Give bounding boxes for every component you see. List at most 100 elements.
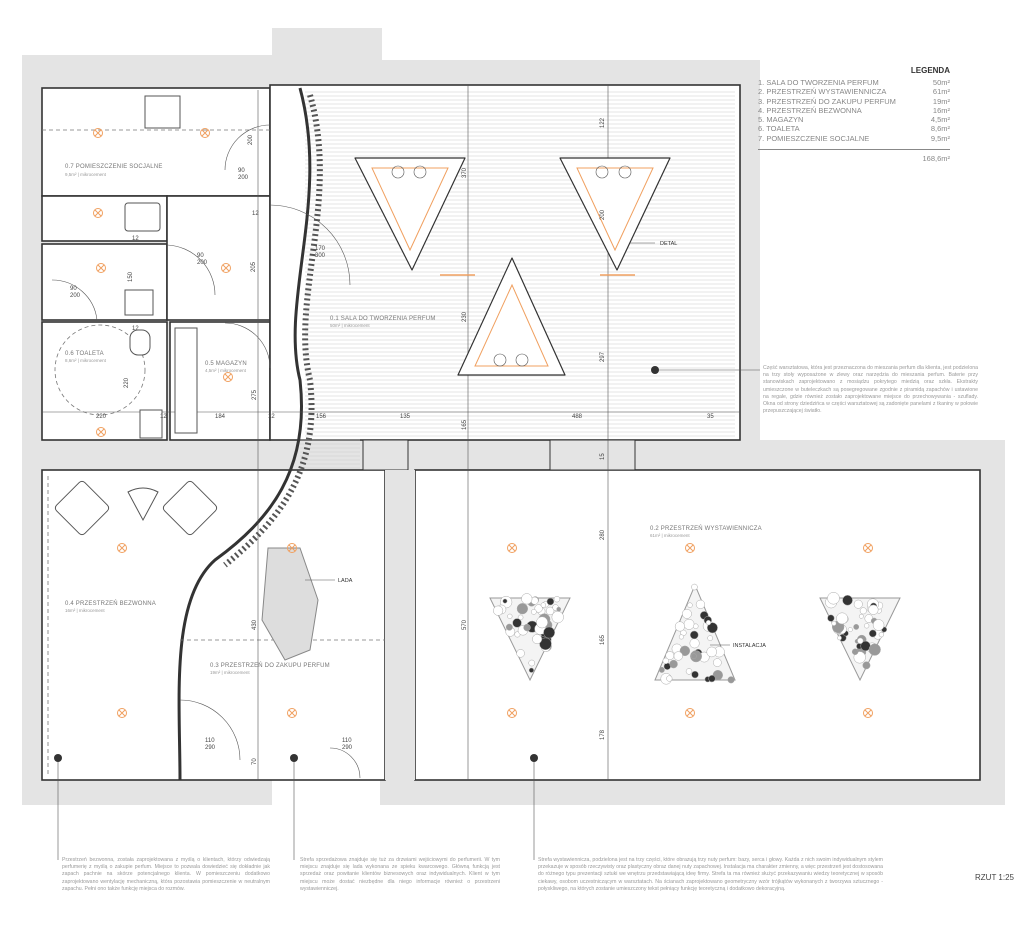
- installation-bubble: [658, 666, 665, 673]
- installation-bubble: [727, 676, 735, 684]
- installation-bubble: [536, 616, 548, 629]
- svg-text:220: 220: [96, 414, 107, 420]
- installation-bubble: [539, 637, 552, 651]
- installation-bubble: [864, 623, 870, 629]
- room-label-social: 0.7 POMIESZCZENIE SOCJALNE: [65, 164, 163, 170]
- svg-text:4,5m² | mikrocement: 4,5m² | mikrocement: [205, 368, 247, 373]
- installation-bubble: [669, 659, 678, 669]
- svg-text:135: 135: [400, 414, 411, 420]
- note-workshop: Część warsztatowa, która jest przeznaczo…: [763, 365, 978, 415]
- installation-bubble: [868, 629, 877, 638]
- light-icon: [507, 708, 517, 718]
- installation-bubble: [859, 607, 867, 615]
- svg-text:110: 110: [342, 738, 352, 744]
- installation-bubble: [712, 669, 723, 681]
- light-icon: [223, 372, 233, 382]
- light-icon: [287, 543, 297, 553]
- installation-bubble: [687, 602, 693, 608]
- svg-text:35: 35: [707, 414, 714, 420]
- light-icon: [96, 263, 106, 273]
- light-icon: [507, 543, 517, 553]
- svg-text:90: 90: [70, 286, 77, 292]
- note-shop: Strefa sprzedażowa znajduje się tuż za d…: [300, 857, 500, 892]
- installation-bubble: [842, 595, 853, 606]
- installation-bubble: [868, 604, 879, 615]
- svg-text:200: 200: [70, 293, 81, 299]
- furniture: [54, 95, 319, 661]
- installation-bubble: [502, 598, 508, 604]
- tag-detail: DETAL: [660, 241, 677, 247]
- svg-text:122: 122: [600, 117, 606, 128]
- svg-text:184: 184: [215, 414, 226, 420]
- installation-bubble: [553, 595, 561, 603]
- installation-bubble: [679, 645, 691, 657]
- installation-bubble: [693, 623, 699, 629]
- svg-text:205: 205: [251, 261, 257, 272]
- curved-slat-wall: [223, 94, 323, 568]
- tag-counter: LADA: [338, 578, 353, 584]
- installation-bubble: [857, 637, 864, 644]
- installation-bubble: [707, 635, 714, 641]
- svg-text:156: 156: [316, 414, 327, 420]
- ceiling-lights: [93, 128, 873, 718]
- svg-text:290: 290: [205, 745, 216, 751]
- room-odorless: [41, 469, 386, 781]
- light-icon: [221, 263, 231, 273]
- svg-text:12: 12: [160, 414, 167, 420]
- svg-text:200: 200: [197, 260, 208, 266]
- light-icon: [96, 427, 106, 437]
- installation-bubble: [530, 609, 537, 615]
- room-label-shop: 0.3 PRZESTRZEŃ DO ZAKUPU PERFUM: [210, 662, 330, 669]
- installation-bubble: [505, 623, 513, 631]
- installation-bubble: [516, 649, 525, 658]
- installation-bubble: [523, 623, 531, 632]
- installation-bubble: [705, 620, 712, 626]
- svg-text:275: 275: [252, 389, 258, 400]
- room-workshop: [269, 84, 741, 441]
- room-labels: 0.7 POMIESZCZENIE SOCJALNE 9,5m² | mikro…: [65, 164, 762, 675]
- installation-bubble: [678, 634, 684, 640]
- svg-text:90: 90: [197, 253, 204, 259]
- installation-bubble: [507, 613, 513, 619]
- svg-text:150: 150: [128, 271, 134, 282]
- curved-partition: [177, 87, 312, 781]
- installation-bubble: [851, 648, 859, 655]
- installation-bubble: [690, 630, 699, 640]
- installation-bubble: [691, 670, 699, 679]
- light-icon: [287, 708, 297, 718]
- svg-text:570: 570: [462, 619, 468, 630]
- svg-text:370: 370: [462, 167, 468, 178]
- svg-text:16m² | mikrocement: 16m² | mikrocement: [65, 608, 105, 613]
- svg-text:90: 90: [238, 168, 245, 174]
- svg-text:430: 430: [252, 619, 258, 630]
- installation-bubble: [853, 624, 860, 630]
- installation-bubble: [543, 626, 555, 639]
- light-icon: [117, 708, 127, 718]
- installation-bubble: [695, 599, 706, 609]
- svg-text:488: 488: [572, 414, 583, 420]
- svg-text:297: 297: [600, 351, 606, 362]
- installation-bubble: [706, 646, 717, 658]
- svg-text:165: 165: [600, 634, 606, 645]
- installation-bubble: [512, 618, 522, 628]
- room-label-toilet: 0.6 TOALETA: [65, 351, 104, 357]
- installation-bubble: [528, 667, 534, 673]
- svg-text:9,5m² | mikrocement: 9,5m² | mikrocement: [65, 172, 107, 177]
- tag-installation: INSTALACJA: [733, 643, 766, 649]
- installation-bubble: [683, 618, 695, 630]
- svg-text:15: 15: [600, 453, 606, 460]
- room-label-odorless: 0.4 PRZESTRZEŃ BEZWONNA: [65, 600, 156, 607]
- installation-bubble: [521, 593, 533, 605]
- installation-bubble: [872, 619, 885, 631]
- svg-text:200: 200: [238, 175, 249, 181]
- doors: [51, 124, 361, 779]
- installation-bubble: [532, 634, 543, 645]
- installation-bubble: [708, 675, 716, 683]
